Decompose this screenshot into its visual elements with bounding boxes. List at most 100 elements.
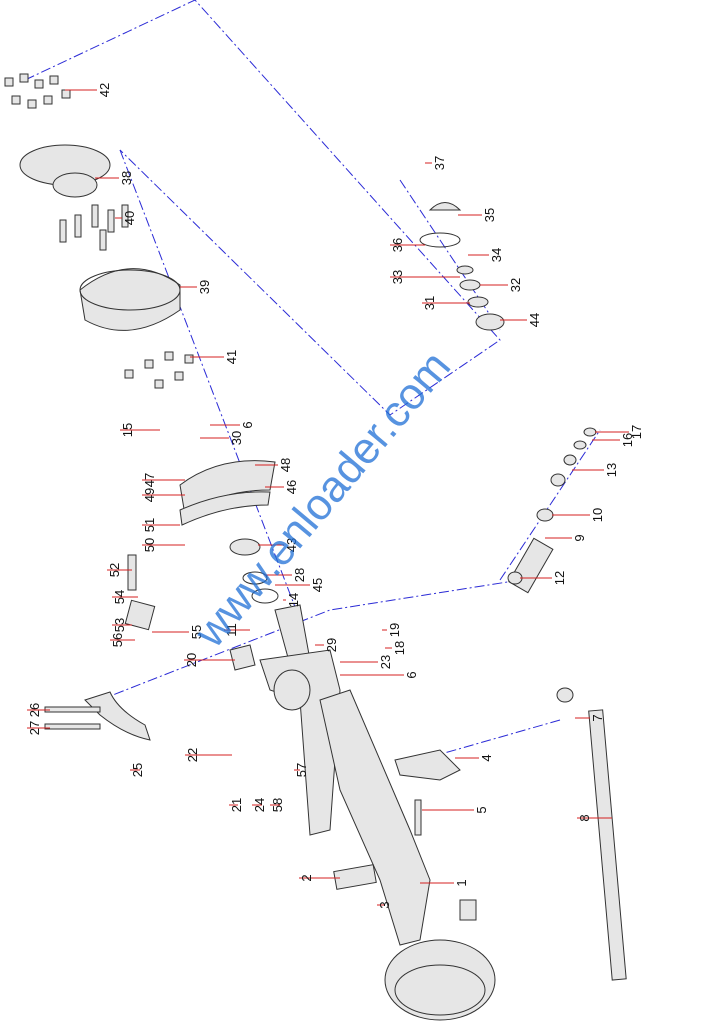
callout-number: 15: [120, 423, 135, 437]
callout-58: 58: [270, 798, 285, 812]
callout-46: 46: [265, 480, 299, 494]
callout-number: 55: [189, 625, 204, 639]
callout-number: 46: [284, 480, 299, 494]
callout-number: 30: [229, 431, 244, 445]
shaft-9: [508, 537, 554, 594]
callout-35: 35: [458, 208, 497, 222]
callout-number: 14: [286, 593, 301, 607]
callout-number: 1: [454, 879, 469, 886]
callout-number: 52: [107, 563, 122, 577]
callout-number: 56: [110, 633, 125, 647]
hub-nuts-42: [4, 73, 71, 109]
callout-28: 28: [265, 568, 307, 582]
callout-number: 40: [122, 211, 137, 225]
callout-number: 8: [577, 814, 592, 821]
callout-number: 19: [387, 623, 402, 637]
callout-8: 8: [577, 814, 612, 822]
parts: [4, 73, 627, 1021]
callout-56: 56: [110, 633, 135, 647]
callout-number: 20: [184, 653, 199, 667]
bearing-43: [229, 538, 261, 556]
callout-42: 42: [65, 83, 112, 97]
callout-41: 41: [190, 350, 239, 364]
callout-number: 26: [27, 703, 42, 717]
callout-31: 31: [422, 296, 470, 310]
callout-19: 19: [382, 623, 402, 637]
callout-number: 58: [270, 798, 285, 812]
callout-number: 17: [629, 425, 644, 439]
callout-52: 52: [107, 563, 132, 577]
callout-18: 18: [385, 641, 407, 655]
callout-6: 6: [210, 421, 255, 429]
callout-number: 57: [294, 763, 309, 777]
callout-number: 4: [479, 754, 494, 761]
callout-33: 33: [390, 270, 460, 284]
callout-3: 3: [377, 901, 392, 909]
callout-39: 39: [180, 280, 212, 294]
callout-number: 28: [292, 568, 307, 582]
callout-number: 12: [552, 571, 567, 585]
callout-24: 24: [252, 798, 267, 812]
callout-9: 9: [545, 534, 587, 542]
callout-number: 44: [527, 313, 542, 327]
callout-4: 4: [455, 754, 494, 762]
callout-number: 6: [240, 421, 255, 428]
callout-49: 49: [142, 488, 185, 502]
callout-number: 43: [284, 538, 299, 552]
callout-number: 42: [97, 83, 112, 97]
callout-5: 5: [422, 806, 489, 814]
callout-number: 53: [112, 618, 127, 632]
callout-number: 23: [378, 655, 393, 669]
callout-30: 30: [200, 431, 244, 445]
callout-13: 13: [572, 463, 619, 477]
callout-47: 47: [142, 473, 185, 487]
callout-number: 33: [390, 270, 405, 284]
callout-number: 29: [324, 638, 339, 652]
callout-51: 51: [142, 518, 180, 532]
callout-number: 35: [482, 208, 497, 222]
callout-29: 29: [315, 638, 339, 652]
plate-2: [333, 864, 377, 890]
callout-7: 7: [575, 714, 605, 722]
callout-17: 17: [595, 425, 644, 439]
callout-45: 45: [275, 578, 325, 592]
cap-35: [428, 202, 462, 211]
callout-number: 18: [392, 641, 407, 655]
callout-43: 43: [258, 538, 299, 552]
callout-number: 36: [390, 238, 405, 252]
callout-12: 12: [520, 571, 567, 585]
callout-22: 22: [185, 748, 232, 762]
brake-housing: [384, 939, 496, 1021]
callout-number: 45: [310, 578, 325, 592]
callout-2: 2: [299, 874, 340, 882]
callout-55: 55: [152, 625, 204, 639]
callout-40: 40: [115, 211, 137, 225]
callout-number: 16: [620, 433, 635, 447]
callout-20: 20: [184, 653, 235, 667]
callout-number: 25: [130, 763, 145, 777]
callout-number: 3: [377, 901, 392, 908]
callout-34: 34: [468, 248, 504, 262]
bearing-44: [475, 313, 505, 331]
callout-38: 38: [95, 171, 134, 185]
callout-number: 41: [224, 350, 239, 364]
callout-number: 22: [185, 748, 200, 762]
callout-number: 2: [299, 874, 314, 881]
callout-48: 48: [255, 458, 293, 472]
brake-drum-39: [79, 268, 181, 331]
callout-number: 37: [432, 156, 447, 170]
callout-number: 39: [197, 280, 212, 294]
callout-number: 13: [604, 463, 619, 477]
studs-40: [59, 204, 129, 251]
callout-number: 34: [489, 248, 504, 262]
callout-number: 31: [422, 296, 437, 310]
callout-number: 47: [142, 473, 157, 487]
arm-4: [394, 749, 461, 781]
callout-number: 51: [142, 518, 157, 532]
callout-number: 9: [572, 534, 587, 541]
bolt-26: [44, 706, 101, 713]
callout-25: 25: [130, 763, 145, 777]
callout-number: 5: [474, 806, 489, 813]
